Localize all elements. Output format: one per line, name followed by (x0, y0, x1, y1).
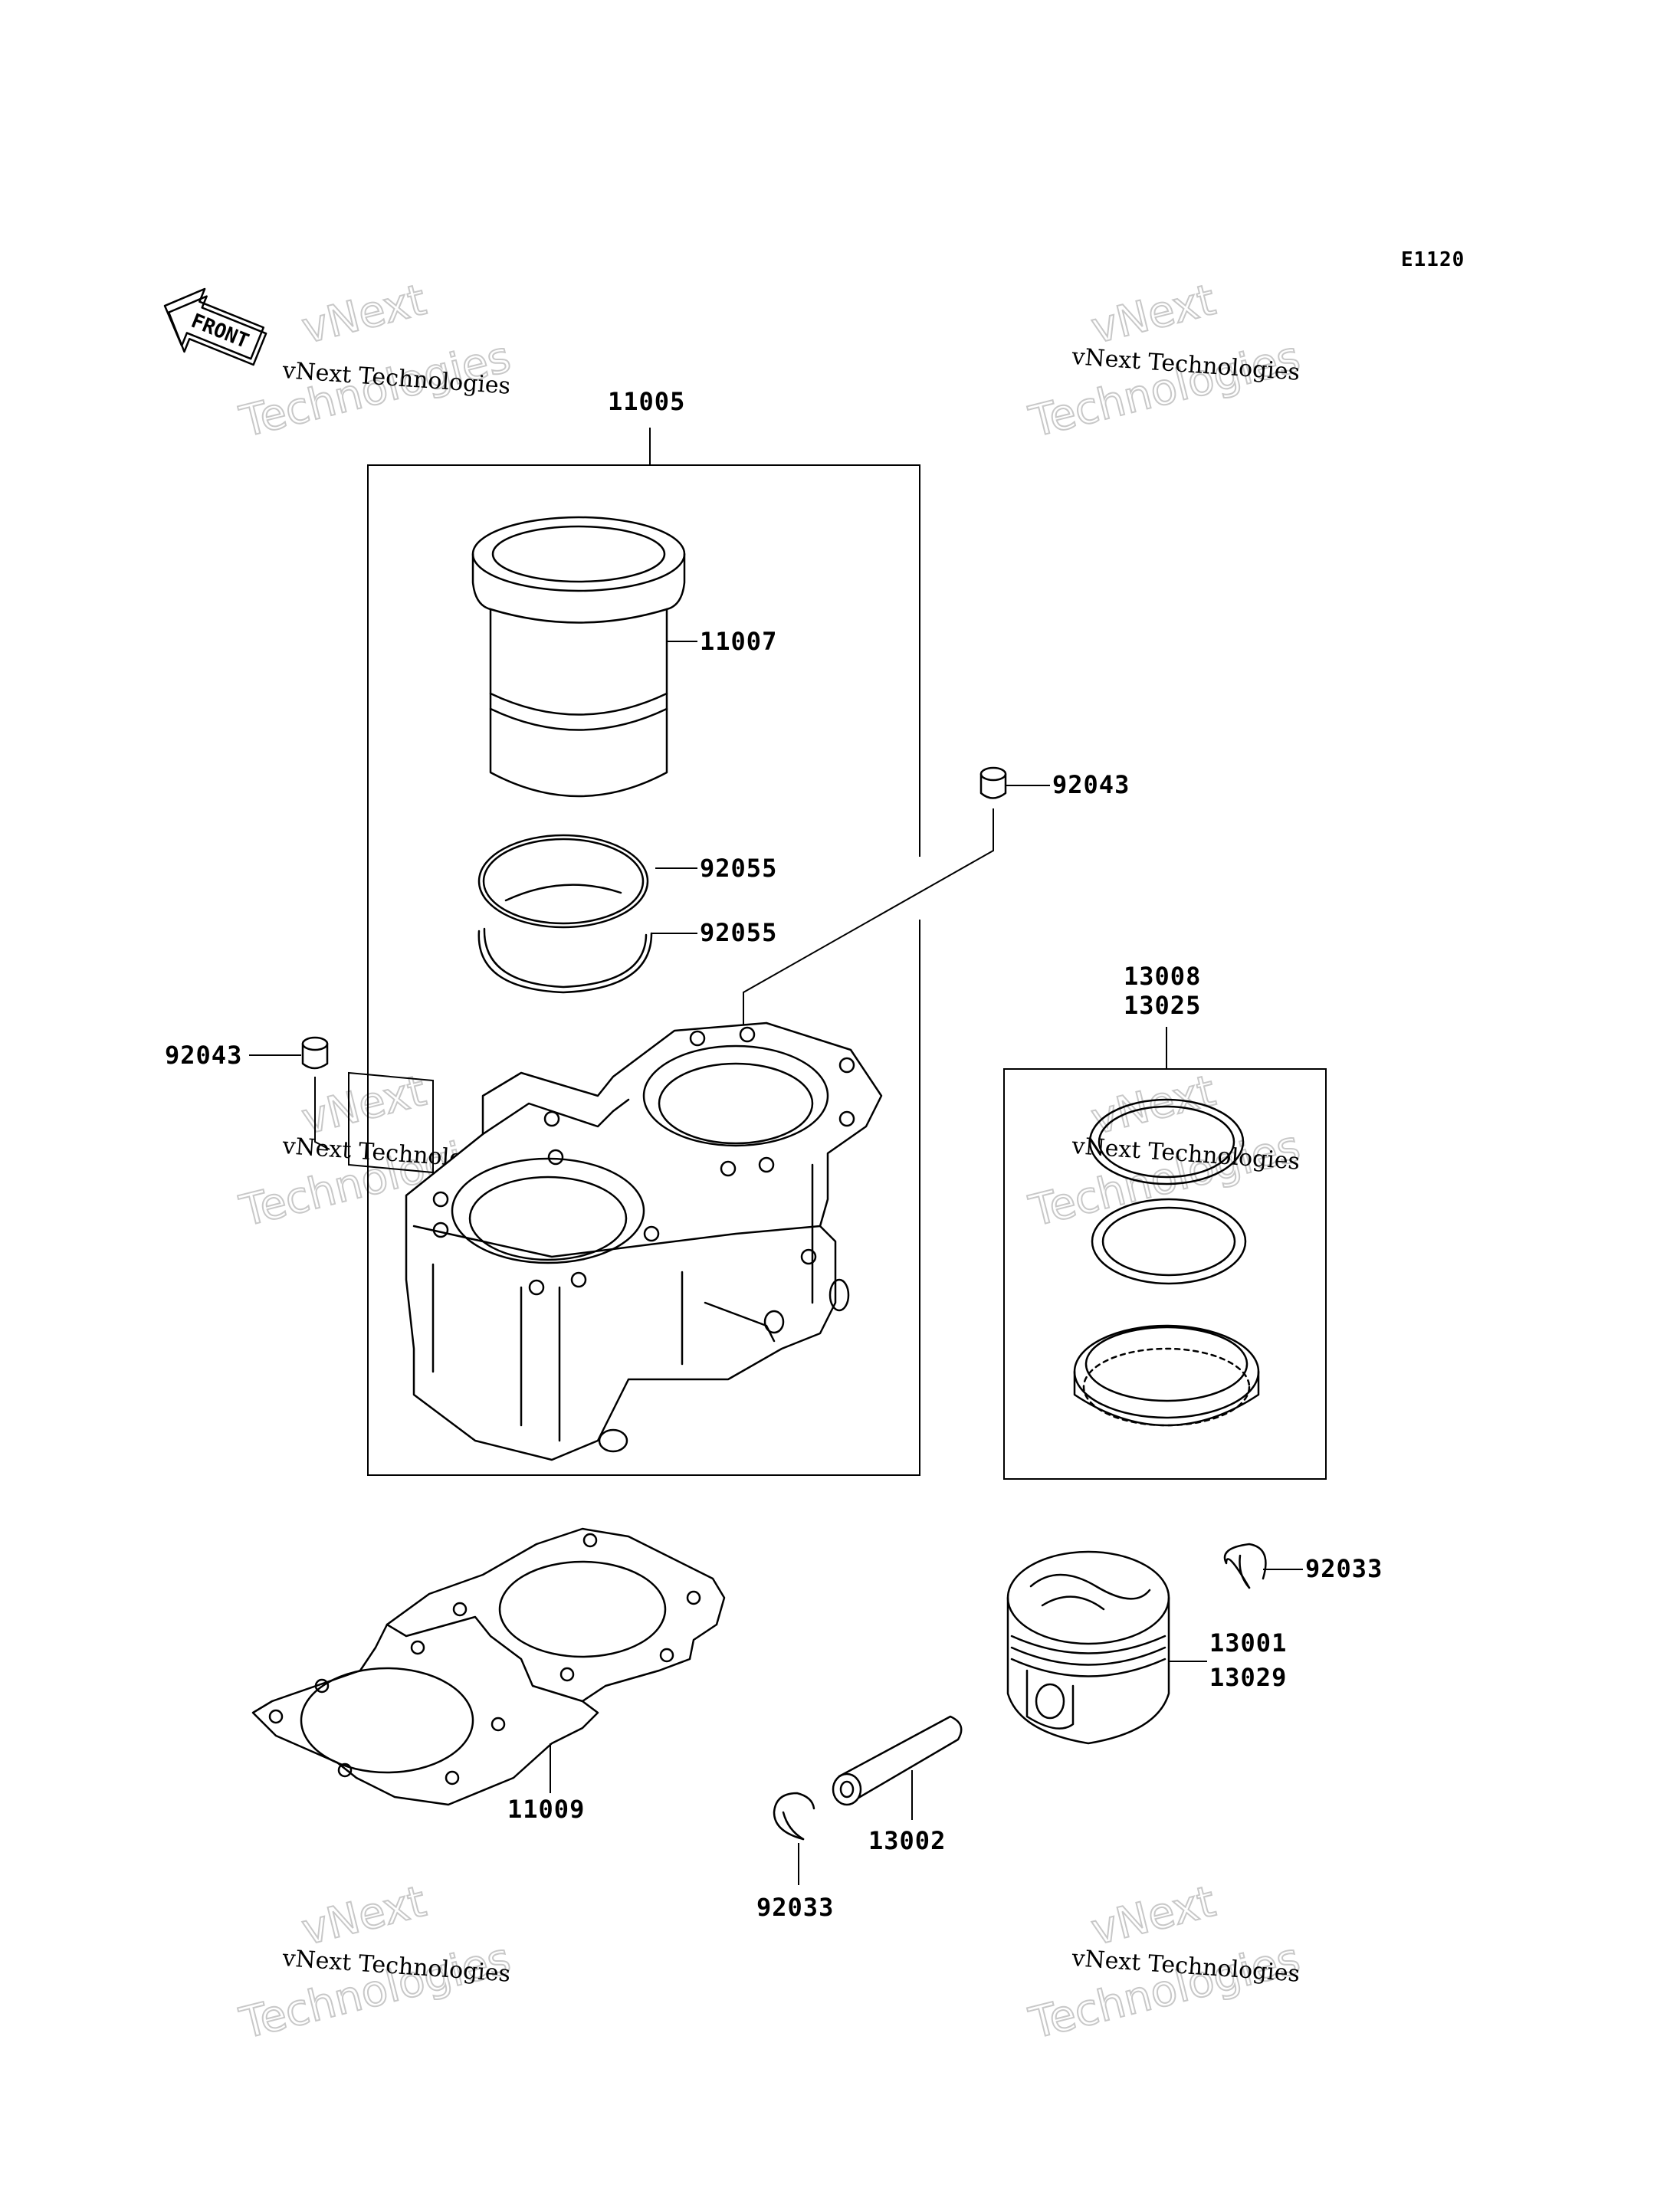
cylinder-block-icon (348, 1021, 883, 1461)
cylinder-head-gasket-icon (251, 1527, 726, 1806)
watermark-bottom-right: vNext Technologies vNext Technologies (1024, 1876, 1306, 2050)
oring-lower-icon (477, 927, 653, 994)
dowel-pin-left-icon (301, 1036, 329, 1070)
label-11007[interactable]: 11007 (700, 627, 777, 656)
dowel-pin-right-icon (979, 766, 1007, 799)
label-92033-lower[interactable]: 92033 (756, 1893, 834, 1922)
label-13008[interactable]: 13008 (1124, 962, 1201, 991)
piston-icon (1006, 1550, 1170, 1745)
oil-ring-icon (1073, 1324, 1260, 1427)
label-92043-left[interactable]: 92043 (165, 1041, 242, 1070)
watermark-big-a: vNext (1087, 1877, 1220, 1956)
label-13001[interactable]: 13001 (1209, 1628, 1287, 1658)
watermark-big-a: vNext (297, 275, 431, 354)
piston-ring-second-icon (1091, 1198, 1247, 1285)
watermark-big-a: vNext (297, 1877, 431, 1956)
label-11009[interactable]: 11009 (507, 1795, 585, 1824)
watermark-big-a: vNext (1087, 275, 1220, 354)
watermark-big-a: vNext (1087, 1066, 1220, 1145)
circlip-lower-icon (773, 1792, 815, 1841)
label-11005[interactable]: 11005 (608, 387, 685, 416)
piston-ring-set-group: 13008 13025 (1003, 962, 1327, 1480)
label-92055-upper[interactable]: 92055 (700, 854, 777, 883)
watermark-top-right: vNext Technologies vNext Technologies (1024, 274, 1306, 448)
label-92033-upper[interactable]: 92033 (1305, 1554, 1383, 1583)
front-arrow-icon: FRONT (163, 287, 267, 366)
label-92055-lower[interactable]: 92055 (700, 918, 777, 947)
piston-ring-top-icon (1088, 1098, 1245, 1185)
watermark-top-left: vNext Technologies vNext Technologies (235, 274, 517, 448)
watermark-big-a: vNext (297, 1066, 431, 1145)
label-13029[interactable]: 13029 (1209, 1663, 1287, 1692)
label-92043-right[interactable]: 92043 (1052, 770, 1130, 799)
diagram-code: E1120 (1401, 248, 1465, 271)
oring-upper-icon (477, 834, 649, 929)
cylinder-assembly-group: 11005 (367, 387, 920, 1476)
watermark-bottom-left: vNext Technologies vNext Technologies (235, 1876, 517, 2050)
label-13002[interactable]: 13002 (868, 1826, 946, 1855)
cylinder-sleeve-icon (471, 516, 686, 798)
label-13025[interactable]: 13025 (1124, 991, 1201, 1020)
watermark-mid-right: vNext Technologies vNext Technologies (1024, 1065, 1306, 1238)
piston-pin-icon (832, 1715, 963, 1806)
circlip-upper-icon (1223, 1543, 1267, 1589)
